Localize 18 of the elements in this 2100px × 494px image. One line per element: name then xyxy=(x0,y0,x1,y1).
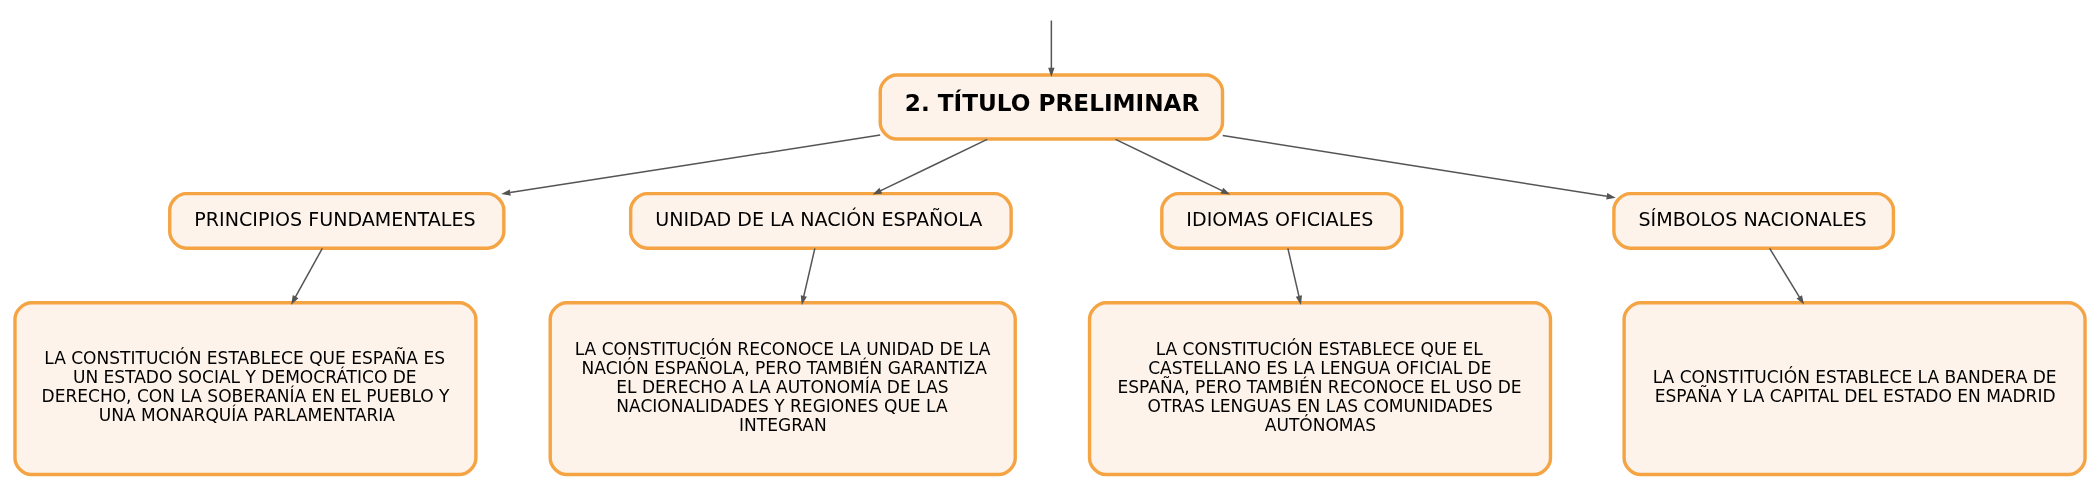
node-box: LA CONSTITUCIÓN ESTABLECE LA BANDERA DE ESPAÑA Y LA CAPITAL DEL ESTADO EN MADRID xyxy=(1622,301,2087,477)
node-box: 2. TÍTULO PRELIMINAR xyxy=(878,73,1225,141)
node-box: LA CONSTITUCIÓN RECONOCE LA UNIDAD DE LA NACIÓN ESPAÑOLA, PERO TAMBIÉN GARANTIZA EL DERECHO A LA AUTONOMÍA DE LAS NACIONALIDADES Y REGIONES QUE LA INTEGRAN xyxy=(548,301,1017,477)
node-box: IDIOMAS OFICIALES xyxy=(1160,191,1404,250)
arrow xyxy=(1048,19,1055,77)
node-box: PRINCIPIOS FUNDAMENTALES xyxy=(168,191,506,250)
node-box: UNIDAD DE LA NACIÓN ESPAÑOLA xyxy=(628,191,1013,250)
arrow xyxy=(501,134,881,196)
node-box: LA CONSTITUCIÓN ESTABLECE QUE EL CASTELLANO ES LA LENGUA OFICIAL DE ESPAÑA, PERO TAMBIÉN RECONOCE EL USO DE OTRAS LENGUAS EN LAS COMUNIDADES AUTÓNOMAS xyxy=(1087,301,1553,477)
arrow xyxy=(800,247,816,305)
arrow xyxy=(291,247,324,305)
node-box: SÍMBOLOS NACIONALES xyxy=(1612,191,1896,250)
arrow xyxy=(1221,134,1616,200)
arrow xyxy=(872,138,988,195)
arrow xyxy=(1287,247,1302,305)
arrow xyxy=(1114,138,1231,195)
node-box: LA CONSTITUCIÓN ESTABLECE QUE ESPAÑA ES UN ESTADO SOCIAL Y DEMOCRÁTICO DE DERECHO, CON LA SOBERANÍA EN EL PUEBLO Y UNA MONARQUÍA PARLAMENTARIA xyxy=(13,301,478,477)
arrow xyxy=(1768,247,1805,305)
